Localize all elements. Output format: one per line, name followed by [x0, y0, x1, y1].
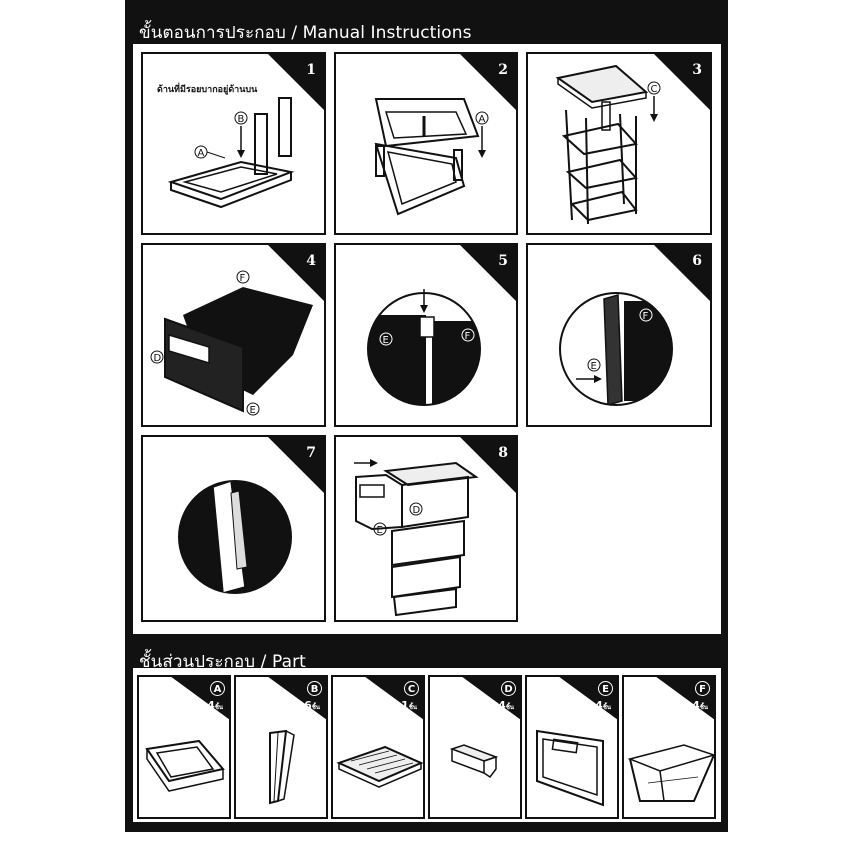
part-qty-value: x16	[289, 699, 312, 712]
part-qty-value: x4	[200, 699, 215, 712]
part-qty-value: x4	[588, 699, 603, 712]
part-c-panel: C x1ชิ้น	[331, 675, 425, 819]
part-qty-value: x4	[491, 699, 506, 712]
instructions-title: ขั้นตอนการประกอบ / Manual Instructions	[139, 23, 472, 43]
step-number: 2	[498, 62, 508, 78]
step-6-illustration: F E	[559, 292, 673, 406]
callout-label: B	[238, 114, 245, 125]
callout-label: E	[250, 405, 256, 416]
part-letter: E	[598, 681, 613, 696]
step-number: 8	[498, 445, 508, 461]
part-letter: B	[307, 681, 322, 696]
part-d-illustration	[449, 744, 499, 779]
part-quantity: x4ชิ้น	[685, 699, 708, 712]
part-d-panel: D x4ชิ้น	[428, 675, 522, 819]
step-number: 3	[692, 62, 702, 78]
callout-label: E	[383, 335, 389, 346]
instruction-sheet: ขั้นตอนการประกอบ / Manual Instructions 1…	[125, 0, 728, 832]
part-qty-unit: ชิ้น	[311, 704, 320, 711]
step-number: 4	[306, 253, 316, 269]
step-4-panel: 4 F D E	[141, 243, 326, 427]
parts-header: ชั้นส่วนประกอบ / Part	[125, 642, 728, 684]
part-e-illustration	[536, 729, 604, 807]
part-qty-unit: ชิ้น	[602, 704, 611, 711]
step-7-panel: 7	[141, 435, 326, 622]
part-qty-value: x1	[394, 699, 409, 712]
step-corner	[653, 245, 710, 302]
callout-label: E	[591, 361, 597, 372]
step-1-illustration: B A	[167, 97, 295, 209]
step-note: ด้านที่มีรอยบากอยู่ด้านบน	[157, 85, 258, 95]
step-corner	[267, 437, 324, 494]
step-7-illustration	[178, 480, 292, 594]
step-corner	[459, 245, 516, 302]
part-quantity: x1ชิ้น	[394, 699, 417, 712]
part-quantity: x4ชิ้น	[491, 699, 514, 712]
part-a-panel: A x4ชิ้น	[137, 675, 231, 819]
callout-label: E	[377, 525, 383, 536]
part-letter: D	[501, 681, 516, 696]
step-corner	[459, 54, 516, 111]
part-qty-unit: ชิ้น	[505, 704, 514, 711]
step-corner	[653, 54, 710, 111]
part-qty-unit: ชิ้น	[408, 704, 417, 711]
callout-label: D	[154, 353, 162, 364]
callout-label: A	[198, 148, 205, 159]
part-qty-unit: ชิ้น	[699, 704, 708, 711]
callout-label: C	[651, 84, 658, 95]
part-c-illustration	[336, 745, 423, 788]
callout-label: A	[479, 114, 486, 125]
step-4-illustration: F D E	[150, 270, 313, 416]
callout-label: D	[413, 505, 421, 516]
step-8-illustration: D E	[354, 459, 479, 617]
step-number: 1	[306, 62, 316, 78]
callout-label: F	[643, 311, 649, 322]
part-quantity: x16ชิ้น	[289, 699, 320, 712]
step-number: 6	[692, 253, 702, 269]
part-quantity: x4ชิ้น	[200, 699, 223, 712]
step-corner	[267, 54, 324, 111]
step-5-illustration: E F	[367, 289, 481, 406]
step-number: 5	[498, 253, 508, 269]
part-letter: A	[210, 681, 225, 696]
part-qty-value: x4	[685, 699, 700, 712]
part-f-panel: F x4ชิ้น	[622, 675, 716, 819]
part-letter: C	[404, 681, 419, 696]
part-a-illustration	[145, 739, 225, 792]
instructions-header: ขั้นตอนการประกอบ / Manual Instructions	[125, 8, 728, 50]
part-b-illustration	[269, 729, 295, 805]
part-f-illustration	[627, 744, 714, 802]
step-2-illustration: A	[374, 98, 489, 216]
part-b-panel: B x16ชิ้น	[234, 675, 328, 819]
part-qty-unit: ชิ้น	[214, 704, 223, 711]
step-number: 7	[306, 445, 316, 461]
step-6-panel: 6 F E	[526, 243, 712, 427]
step-2-panel: 2 A	[334, 52, 518, 235]
step-3-panel: 3 C	[526, 52, 712, 235]
step-8-panel: 8 D E	[334, 435, 518, 622]
step-1-panel: 1 ด้านที่มีรอยบากอยู่ด้านบน B A	[141, 52, 326, 235]
part-quantity: x4ชิ้น	[588, 699, 611, 712]
step-corner	[267, 245, 324, 302]
part-letter: F	[695, 681, 710, 696]
callout-label: F	[240, 273, 246, 284]
parts-title: ชั้นส่วนประกอบ / Part	[139, 652, 306, 672]
step-3-illustration: C	[555, 64, 661, 225]
step-5-panel: 5 E F	[334, 243, 518, 427]
callout-label: F	[465, 331, 471, 342]
part-e-panel: E x4ชิ้น	[525, 675, 619, 819]
